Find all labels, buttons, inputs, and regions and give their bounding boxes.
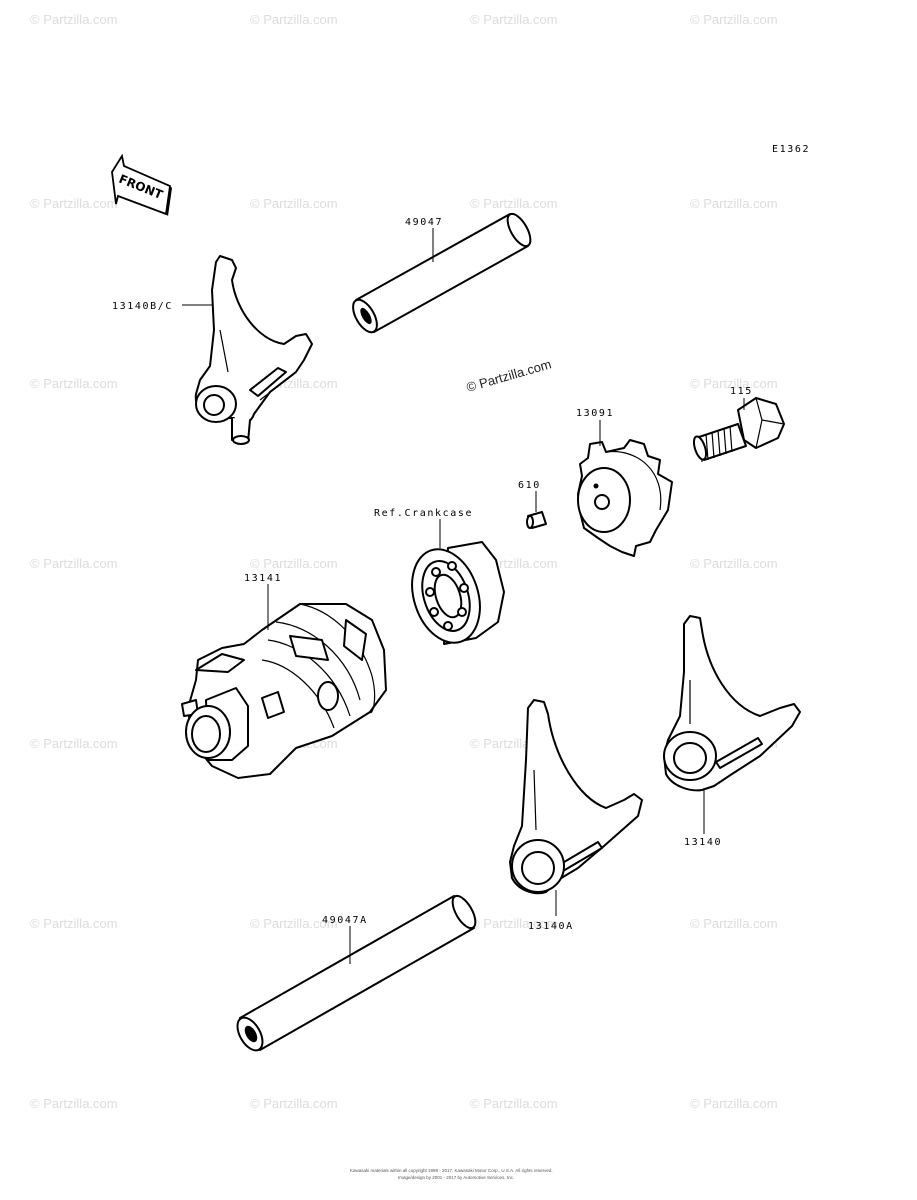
- label-13140bc: 13140B/C: [112, 301, 173, 312]
- diagram-code: E1362: [772, 144, 810, 155]
- label-13141: 13141: [244, 573, 282, 584]
- center-watermark: © Partzilla.com: [465, 356, 553, 395]
- label-13140: 13140: [684, 837, 722, 848]
- label-13140a: 13140A: [528, 921, 574, 932]
- label-610: 610: [518, 480, 541, 491]
- label-49047: 49047: [405, 217, 443, 228]
- watermark: © Partzilla.com: [250, 556, 338, 571]
- watermark: © Partzilla.com: [30, 376, 118, 391]
- label-13091: 13091: [576, 408, 614, 419]
- watermark: © Partzilla.com: [30, 916, 118, 931]
- watermark: © Partzilla.com: [250, 12, 338, 27]
- label-ref-crankcase: Ref.Crankcase: [374, 508, 473, 519]
- watermark: © Partzilla.com: [30, 1096, 118, 1111]
- watermark: © Partzilla.com: [690, 196, 778, 211]
- label-49047a: 49047A: [322, 915, 368, 926]
- shaft-49047a: [236, 894, 477, 1052]
- label-115: 115: [730, 386, 753, 397]
- shaft-49047: [352, 212, 532, 334]
- front-arrow-icon: FRONT: [111, 153, 172, 216]
- watermark: © Partzilla.com: [250, 196, 338, 211]
- watermark: © Partzilla.com: [690, 12, 778, 27]
- watermark: © Partzilla.com: [470, 916, 558, 931]
- shift-fork-13140: [663, 615, 801, 792]
- gear-13091: [577, 439, 673, 557]
- bolt-115: [692, 397, 785, 463]
- watermark: © Partzilla.com: [30, 736, 118, 751]
- pin-610: [526, 511, 547, 529]
- watermark: © Partzilla.com: [690, 916, 778, 931]
- watermark: © Partzilla.com: [30, 196, 118, 211]
- shift-fork-13140bc: [194, 255, 313, 445]
- shift-drum-13141: [181, 603, 387, 779]
- watermark: © Partzilla.com: [250, 916, 338, 931]
- watermark: © Partzilla.com: [30, 556, 118, 571]
- watermark: © Partzilla.com: [690, 376, 778, 391]
- watermark: © Partzilla.com: [470, 196, 558, 211]
- watermark: © Partzilla.com: [690, 556, 778, 571]
- shift-fork-13140a: [509, 699, 643, 895]
- footer-credit: Image/design by 2001 - 2017 by Automotiv…: [398, 1175, 514, 1180]
- watermark: © Partzilla.com: [250, 1096, 338, 1111]
- footer-copyright: Kawasaki materials within all copyright …: [350, 1168, 553, 1173]
- bearing-ref-crankcase: [411, 541, 505, 645]
- watermark: © Partzilla.com: [690, 1096, 778, 1111]
- watermark: © Partzilla.com: [470, 1096, 558, 1111]
- watermark: © Partzilla.com: [30, 12, 118, 27]
- watermark: © Partzilla.com: [470, 12, 558, 27]
